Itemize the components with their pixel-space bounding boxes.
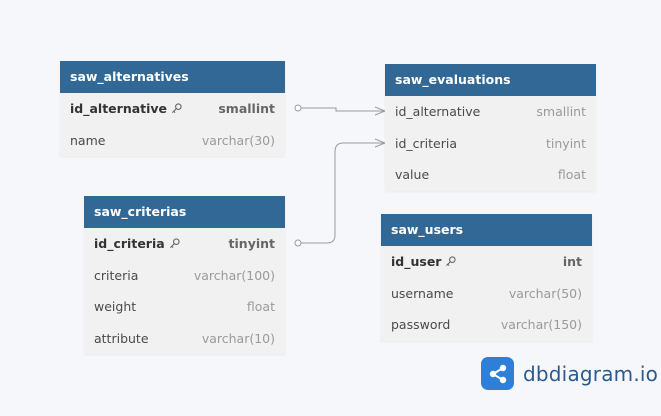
table-saw-users[interactable]: saw_users id_user int username varchar(5… <box>381 214 592 341</box>
field-name: id_criteria <box>395 135 458 151</box>
field-name: id_alternative <box>395 104 481 120</box>
table-row[interactable]: username varchar(50) <box>381 278 592 310</box>
field-type: varchar(30) <box>201 132 275 148</box>
table-row[interactable]: password varchar(150) <box>381 309 592 341</box>
field-name: id_user <box>391 254 442 270</box>
field-name: value <box>395 167 430 183</box>
field-name: password <box>391 317 451 333</box>
field-type: float <box>557 167 586 183</box>
field-type: int <box>562 254 582 270</box>
one-end-circle <box>294 104 302 112</box>
relation-path <box>301 142 385 244</box>
field-type: smallint <box>218 101 275 117</box>
table-row[interactable]: id_criteria tinyint <box>84 228 285 260</box>
relationship-criterias-evaluations[interactable] <box>294 138 387 247</box>
table-row[interactable]: id_alternative smallint <box>385 96 596 128</box>
dbdiagram-logo-icon <box>481 357 514 390</box>
field-type: tinyint <box>546 135 586 151</box>
table-saw-criterias[interactable]: saw_criterias id_criteria tinyint criter… <box>84 196 285 354</box>
field-type: varchar(10) <box>201 330 275 346</box>
relationship-alternatives-evaluations[interactable] <box>294 104 387 116</box>
table-header[interactable]: saw_users <box>381 214 592 246</box>
table-row[interactable]: value float <box>385 159 596 191</box>
field-name-cell: id_user <box>391 254 457 270</box>
field-name-cell: id_alternative <box>70 101 182 116</box>
dbdiagram-brand[interactable]: dbdiagram.io <box>481 357 658 390</box>
field-name: username <box>391 285 454 301</box>
field-name: id_criteria <box>94 236 165 252</box>
field-name: criteria <box>94 267 139 283</box>
primary-key-icon <box>169 238 180 249</box>
field-name: attribute <box>94 330 149 346</box>
field-name: name <box>70 132 106 148</box>
table-header[interactable]: saw_alternatives <box>60 61 285 93</box>
field-name: id_alternative <box>70 101 168 117</box>
field-type: varchar(100) <box>193 267 275 283</box>
field-name: weight <box>94 299 137 315</box>
field-type: varchar(150) <box>500 317 582 333</box>
one-end-circle <box>294 239 302 247</box>
table-row[interactable]: criteria varchar(100) <box>84 260 285 292</box>
brand-name: dbdiagram.io <box>523 361 659 386</box>
field-name-cell: id_criteria <box>94 236 180 251</box>
table-row[interactable]: name varchar(30) <box>60 125 285 157</box>
table-row[interactable]: attribute varchar(10) <box>84 323 285 355</box>
table-saw-evaluations[interactable]: saw_evaluations id_alternative smallint … <box>385 64 596 191</box>
field-type: tinyint <box>228 236 275 252</box>
primary-key-icon <box>446 256 457 267</box>
share-nodes-icon <box>489 364 506 383</box>
field-type: varchar(50) <box>508 285 582 301</box>
primary-key-icon <box>172 103 182 114</box>
table-row[interactable]: id_alternative smallint <box>60 93 285 125</box>
table-saw-alternatives[interactable]: saw_alternatives id_alternative smallint… <box>60 61 285 156</box>
table-row[interactable]: id_user int <box>381 246 592 278</box>
table-row[interactable]: id_criteria tinyint <box>385 128 596 160</box>
field-type: float <box>246 299 275 315</box>
table-row[interactable]: weight float <box>84 291 285 323</box>
field-type: smallint <box>536 104 586 120</box>
table-header[interactable]: saw_evaluations <box>385 64 596 96</box>
table-header[interactable]: saw_criterias <box>84 196 285 228</box>
relation-path <box>301 107 385 112</box>
